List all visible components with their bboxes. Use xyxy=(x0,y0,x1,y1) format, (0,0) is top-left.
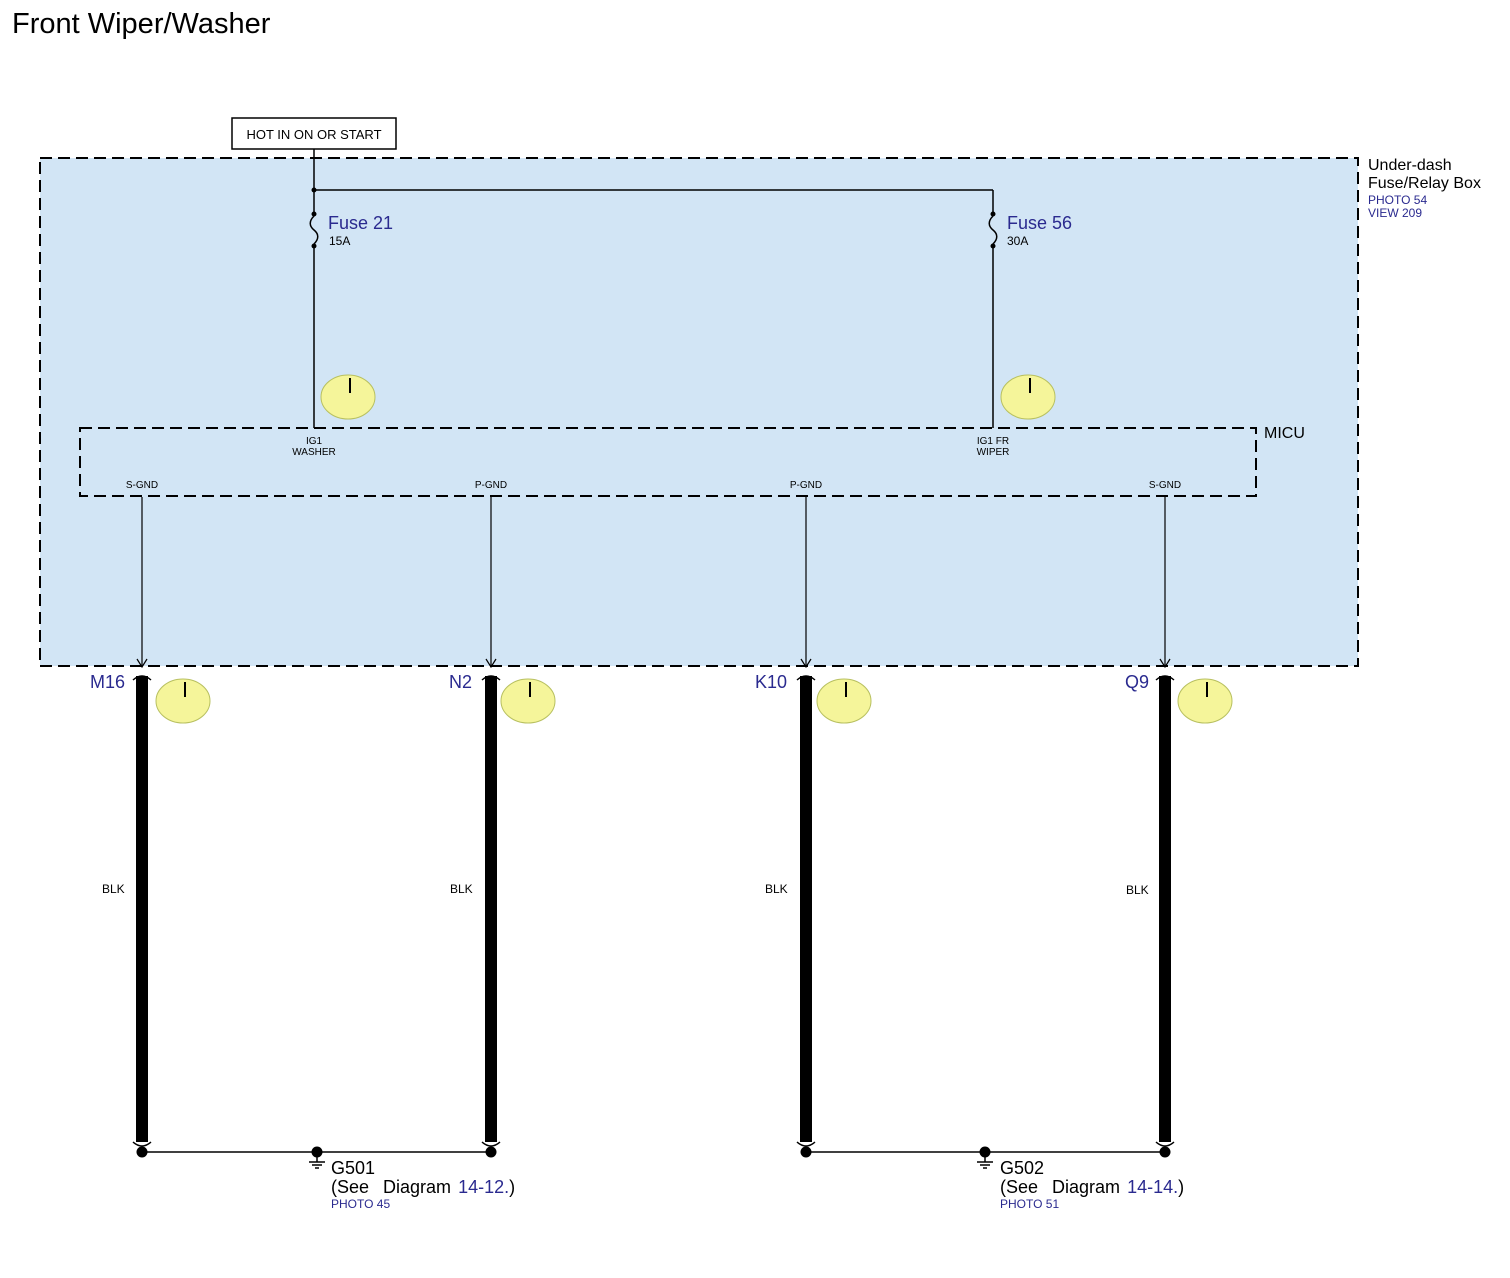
voltage-marker-icon[interactable] xyxy=(1177,678,1233,724)
connector-k10-label[interactable]: K10 xyxy=(755,672,787,692)
wire-color-label: BLK xyxy=(765,882,788,896)
micu-pin-s-gnd-2: S-GND xyxy=(1149,480,1181,491)
micu-pin-s-gnd-1: S-GND xyxy=(126,480,158,491)
page-title: Front Wiper/Washer xyxy=(12,8,271,40)
wire-color-label: BLK xyxy=(102,882,125,896)
supply-wires xyxy=(313,149,994,428)
wire-color-label: BLK xyxy=(450,882,473,896)
ground-g501-photo-link[interactable]: PHOTO 45 xyxy=(331,1197,390,1211)
micu-box xyxy=(79,427,1257,497)
fuse-56-label[interactable]: Fuse 56 xyxy=(1007,213,1072,233)
micu-pin-ig1-washer-line1: IG1 xyxy=(306,436,323,447)
fuse-21-symbol xyxy=(309,211,319,249)
voltage-marker-icon[interactable] xyxy=(320,374,376,420)
fuse-56-symbol xyxy=(988,211,998,249)
micu-label: MICU xyxy=(1264,425,1305,442)
fuse-21-label[interactable]: Fuse 21 xyxy=(328,213,393,233)
power-source-box xyxy=(231,117,397,150)
fuse-box-name-line2: Fuse/Relay Box xyxy=(1368,175,1481,192)
connector-m16-label[interactable]: M16 xyxy=(90,672,125,692)
voltage-marker-icon[interactable] xyxy=(816,678,872,724)
micu-pin-ig1-fr-wiper-line1: IG1 FR xyxy=(977,436,1009,447)
fuse-21-rating: 15A xyxy=(329,234,350,248)
fuse-box-name-line1: Under-dash xyxy=(1368,157,1452,174)
fuse-box-view-link[interactable]: VIEW 209 xyxy=(1368,206,1422,220)
micu-pin-p-gnd-2: P-GND xyxy=(790,480,822,491)
connector-end-caps xyxy=(132,675,1175,1147)
ground-g502-diagram-link[interactable]: 14-14. xyxy=(1127,1177,1178,1197)
power-source-label: HOT IN ON OR START xyxy=(246,127,381,142)
micu-ground-wires xyxy=(136,497,1171,669)
fuse-box-photo-link[interactable]: PHOTO 54 xyxy=(1368,193,1427,207)
ground-g502-name: G502 xyxy=(1000,1158,1044,1178)
voltage-marker-icon[interactable] xyxy=(500,678,556,724)
junction-dot xyxy=(311,187,317,193)
micu-pin-p-gnd-1: P-GND xyxy=(475,480,507,491)
voltage-marker-icon[interactable] xyxy=(1000,374,1056,420)
connector-n2-label[interactable]: N2 xyxy=(449,672,472,692)
micu-pin-ig1-fr-wiper-line2: WIPER xyxy=(977,447,1010,458)
ground-junction-dots xyxy=(136,1146,1171,1158)
ground-g501-diagram-link[interactable]: 14-12. xyxy=(458,1177,509,1197)
micu-pin-ig1-washer-line2: WASHER xyxy=(292,447,336,458)
connector-q9-label[interactable]: Q9 xyxy=(1125,672,1149,692)
fuse-relay-box xyxy=(39,157,1359,667)
voltage-marker-icon[interactable] xyxy=(155,678,211,724)
fuse-56-rating: 30A xyxy=(1007,234,1028,248)
wire-color-label: BLK xyxy=(1126,883,1149,897)
blk-wires xyxy=(136,676,1171,1142)
ground-g501-name: G501 xyxy=(331,1158,375,1178)
ground-g502-photo-link[interactable]: PHOTO 51 xyxy=(1000,1197,1059,1211)
